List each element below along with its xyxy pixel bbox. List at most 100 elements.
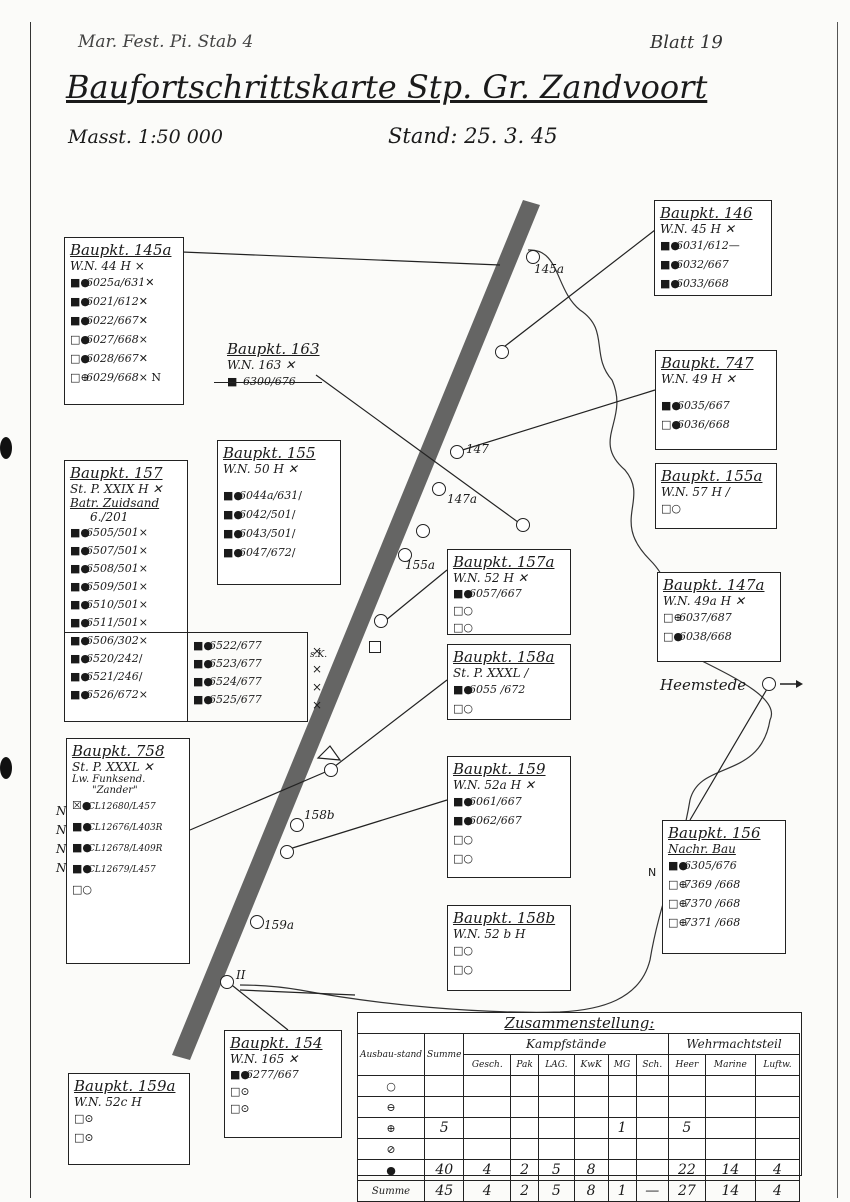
check-mark: / <box>291 508 296 521</box>
box-title: Baupkt. 157a <box>453 553 555 571</box>
table-cell: 8 <box>573 1180 609 1202</box>
bunker-id: 6037/687 <box>679 611 732 624</box>
label-147a: 147a <box>447 492 478 506</box>
map-point-158b <box>290 818 304 832</box>
status-marker: ■● <box>70 616 90 629</box>
check-mark: — <box>728 239 740 252</box>
box-title: Baupkt. 758 <box>72 742 165 760</box>
table-cell: 5 <box>538 1180 575 1202</box>
label-heemstede: Heemstede <box>660 676 747 694</box>
box-subtitle: St. P. XXXL ✕ <box>72 760 154 774</box>
bunker-id: CL12679/L457 <box>88 865 156 875</box>
box-title: Baupkt. 146 <box>660 204 753 222</box>
status-marker: □○ <box>453 621 473 634</box>
table-row: ○ <box>356 1075 801 1097</box>
box-title: Baupkt. 154 <box>230 1034 323 1052</box>
map-point-145a <box>526 250 540 264</box>
status-marker: ■● <box>72 862 92 875</box>
table-cell: 1 <box>607 1180 637 1202</box>
status-marker: ■● <box>230 1068 250 1081</box>
map-point-147 <box>450 445 464 459</box>
check-mark: × <box>312 644 323 658</box>
table-row-total: Summe 45 4 2 5 8 1 — 27 14 4 <box>356 1180 801 1202</box>
status-marker: □○ <box>453 944 473 957</box>
status-marker: □○ <box>661 502 681 515</box>
bunker-id: 6055 /672 <box>469 683 526 696</box>
check-mark: × N <box>138 371 162 384</box>
box-subtitle: W.N. 52 b H <box>453 927 526 941</box>
bunker-id: 6022/667 <box>86 314 139 327</box>
status-marker: ■● <box>70 562 90 575</box>
header-summe: Summe <box>424 1033 465 1076</box>
box-title: Baupkt. 157 <box>70 464 163 482</box>
box-subtitle: W.N. 49 H ✕ <box>661 372 736 386</box>
bunker-id: 6510/501 <box>86 598 139 611</box>
box-baupkt-147a: Baupkt. 147a W.N. 49a H ✕ □⊕6037/687 □●6… <box>657 572 781 662</box>
label-158b: 158b <box>304 808 335 822</box>
status-marker: ■● <box>223 489 243 502</box>
box-subtitle: W.N. 50 H ✕ <box>223 462 298 476</box>
status-marker: ■ <box>227 375 238 388</box>
status-symbol: ○ <box>356 1075 426 1097</box>
bunker-id: 6300/676 <box>243 375 296 388</box>
table-cell: 4 <box>754 1180 801 1202</box>
bunker-id: 6277/667 <box>246 1068 299 1081</box>
scale-label: Masst. 1:50 000 <box>68 126 223 148</box>
check-mark: × <box>138 526 148 539</box>
bunker-id: 6511/501 <box>86 616 139 629</box>
table-cell: 1 <box>607 1117 637 1139</box>
bunker-id: 6042/501 <box>239 508 292 521</box>
table-cell: 8 <box>573 1159 609 1181</box>
table-row: ⊖ <box>356 1096 801 1118</box>
box-subtitle: W.N. 163 ✕ <box>227 358 296 372</box>
check-mark: ✕ <box>138 352 148 365</box>
table-cell: 14 <box>704 1159 756 1181</box>
status-marker: ■● <box>660 258 680 271</box>
box-title: Baupkt. 163 <box>227 340 320 358</box>
page-frame <box>30 22 838 1198</box>
status-symbol: ⊘ <box>356 1138 426 1160</box>
bunker-id: CL12676/L403R <box>88 823 163 833</box>
bunker-id: CL12678/L409R <box>88 844 163 854</box>
col-gesch: Gesch. <box>463 1054 512 1076</box>
check-mark: × <box>138 562 148 575</box>
box-baupkt-157: Baupkt. 157 St. P. XXIX H ✕ Batr. Zuidsa… <box>64 460 188 722</box>
status-marker: □○ <box>453 604 473 617</box>
bunker-id: 6028/667 <box>86 352 139 365</box>
status-marker: □○ <box>453 702 473 715</box>
status-marker: □○ <box>453 963 473 976</box>
bunker-id: 6061/667 <box>469 795 522 808</box>
map-point-157 <box>369 641 381 653</box>
col-heer: Heer <box>667 1054 706 1076</box>
check-mark: × <box>138 634 148 647</box>
punch-hole <box>0 437 12 459</box>
table-cell: 27 <box>667 1180 706 1202</box>
bunker-id: 6523/677 <box>209 657 262 670</box>
status-marker: □● <box>70 333 90 346</box>
status-marker: ■● <box>70 652 90 665</box>
status-marker: ■● <box>453 795 473 808</box>
status-marker: ■● <box>193 693 213 706</box>
box-subtitle: W.N. 52 H ✕ <box>453 571 528 585</box>
label-154: II <box>236 968 246 982</box>
box-title: Baupkt. 158b <box>453 909 556 927</box>
table-cell: 5 <box>667 1117 706 1139</box>
box-baupkt-747: Baupkt. 747 W.N. 49 H ✕ ■●6035/667 □●603… <box>655 350 777 450</box>
box-baupkt-158a: Baupkt. 158a St. P. XXXL / ■●6055 /672 □… <box>447 644 571 720</box>
box-baupkt-155: Baupkt. 155 W.N. 50 H ✕ ■●6044a/631/ ■●6… <box>217 440 341 585</box>
status-marker: □⊙ <box>74 1112 94 1125</box>
map-point-155 <box>416 524 430 538</box>
map-point-159a <box>250 915 264 929</box>
table-cell: 5 <box>538 1159 575 1181</box>
bunker-id: 6520/242 <box>86 652 139 665</box>
table-row: ⊘ <box>356 1138 801 1160</box>
map-point-147a <box>432 482 446 496</box>
bunker-id: CL12680/L457 <box>88 802 156 812</box>
status-marker: □● <box>663 630 683 643</box>
bunker-id: 6057/667 <box>469 587 522 600</box>
box-baupkt-146: Baupkt. 146 W.N. 45 H ✕ ■●6031/612— ■●60… <box>654 200 772 296</box>
check-mark: / <box>298 489 302 502</box>
box-subtitle: Nachr. Bau <box>668 842 736 856</box>
bunker-id: 6505/501 <box>86 526 139 539</box>
box-baupkt-155a: Baupkt. 155a W.N. 57 H / □○ <box>655 463 777 529</box>
